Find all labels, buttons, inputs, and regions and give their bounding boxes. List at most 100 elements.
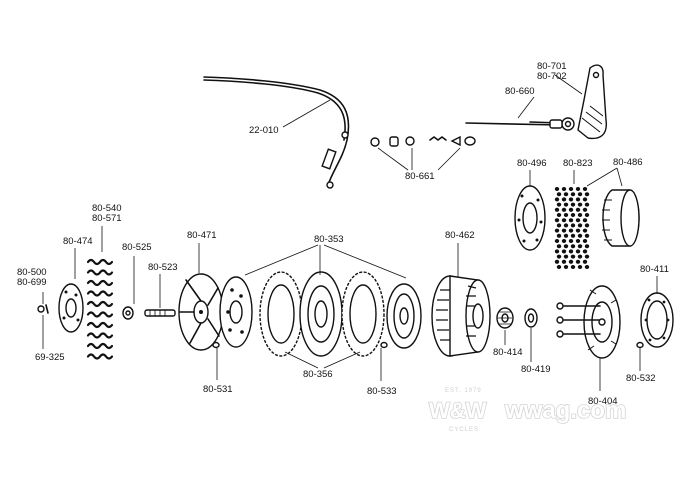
roller-ball: [584, 202, 590, 207]
roller-ball: [554, 218, 560, 223]
roller-ball: [582, 239, 588, 243]
roller-ball: [556, 244, 562, 249]
roller-ball: [577, 192, 583, 197]
roller-ball: [575, 218, 581, 223]
roller-ball: [575, 249, 581, 254]
roller-ball: [563, 192, 569, 197]
label-80-701: 80-701: [537, 61, 567, 72]
pin-part-2: [380, 341, 388, 349]
spring-coil: [98, 290, 114, 297]
label-80-699: 80-699: [17, 277, 47, 288]
roller-ball: [568, 218, 574, 223]
spring-coil: [86, 332, 102, 339]
roller-ball: [575, 197, 581, 202]
clutch-plate-4: [386, 283, 422, 349]
spring-coil: [98, 300, 114, 308]
linkage-hardware-part: [370, 135, 476, 147]
roller-ball: [570, 233, 576, 238]
roller-ball: [577, 265, 583, 269]
clutch-plate-3: [341, 271, 385, 357]
watermark-logo: W&W: [429, 398, 487, 423]
label-80-474: 80-474: [63, 236, 93, 247]
roller-ball: [584, 192, 590, 197]
watermark: EST. 1979 W&W wwag.com CYCLES: [428, 388, 627, 433]
roller-ball: [577, 223, 583, 228]
roller-ball: [582, 197, 588, 202]
label-80-702: 80-702: [537, 71, 567, 82]
roller-ball: [582, 207, 588, 212]
roller-ball: [584, 223, 590, 228]
roller-ball: [570, 244, 576, 249]
roller-ball: [563, 213, 569, 217]
adjusting-screw-part: [144, 309, 176, 317]
label-80-823: 80-823: [563, 158, 593, 169]
label-80-523: 80-523: [148, 262, 178, 273]
roller-ball: [575, 228, 581, 233]
clutch-plate-1: [259, 271, 303, 357]
roller-ball: [582, 259, 588, 264]
hub-nut-part: [496, 307, 514, 329]
label-80-531: 80-531: [203, 384, 233, 395]
roller-ball: [575, 259, 581, 264]
spring-coil: [86, 269, 102, 276]
label-80-500: 80-500: [17, 267, 47, 278]
roller-cage-part: [602, 189, 640, 247]
roller-ball: [570, 223, 576, 228]
roller-ball: [561, 239, 567, 243]
roller-ball: [577, 233, 583, 238]
roller-ball: [575, 187, 581, 191]
clutch-plate-2: [299, 271, 343, 357]
spring-coil: [86, 311, 102, 318]
roller-ball: [556, 192, 562, 197]
spring-coil: [98, 279, 114, 287]
spring-coil: [86, 353, 102, 360]
screw-part: [636, 341, 644, 349]
roller-ball: [570, 192, 576, 197]
roller-ball: [584, 244, 590, 249]
label-80-486: 80-486: [613, 157, 643, 168]
roller-ball: [568, 228, 574, 233]
roller-ball: [554, 207, 560, 212]
spring-coil: [98, 332, 114, 339]
roller-ball: [577, 202, 583, 207]
roller-ball: [554, 239, 560, 243]
roller-ball: [554, 187, 560, 191]
spring-coil: [98, 258, 114, 266]
spring-coil: [86, 342, 102, 350]
roller-ball: [561, 259, 567, 264]
roller-ball: [584, 254, 590, 259]
label-80-353: 80-353: [314, 234, 344, 245]
gasket-part: [640, 292, 674, 348]
roller-ball: [568, 197, 574, 202]
watermark-sub: CYCLES: [449, 427, 479, 433]
roller-ball: [554, 249, 560, 254]
spring-coil: [98, 353, 114, 360]
spring-coil: [98, 269, 114, 276]
roller-ball: [570, 254, 576, 259]
roller-ball: [563, 254, 569, 259]
label-69-325: 69-325: [35, 352, 65, 363]
roller-ball: [568, 259, 574, 264]
label-80-661: 80-661: [405, 171, 435, 182]
roller-ball: [577, 254, 583, 259]
roller-ball: [570, 213, 576, 217]
roller-ball: [575, 207, 581, 212]
label-22-010: 22-010: [249, 125, 279, 136]
label-80-462: 80-462: [445, 230, 475, 241]
roller-ball: [563, 265, 569, 269]
leader-lines: [42, 74, 658, 391]
pushrod-part: [465, 119, 563, 129]
washer-part: [524, 308, 538, 328]
label-80-404: 80-404: [588, 396, 618, 407]
roller-ball: [568, 207, 574, 212]
clutch-cable-part: [203, 76, 350, 189]
clutch-lever-part: [561, 64, 607, 140]
roller-ball: [584, 233, 590, 238]
label-80-571: 80-571: [92, 213, 122, 224]
spring-coil: [86, 290, 102, 297]
roller-ball: [556, 233, 562, 238]
roller-ball: [561, 249, 567, 254]
roller-ball: [568, 249, 574, 254]
label-80-419: 80-419: [521, 364, 551, 375]
